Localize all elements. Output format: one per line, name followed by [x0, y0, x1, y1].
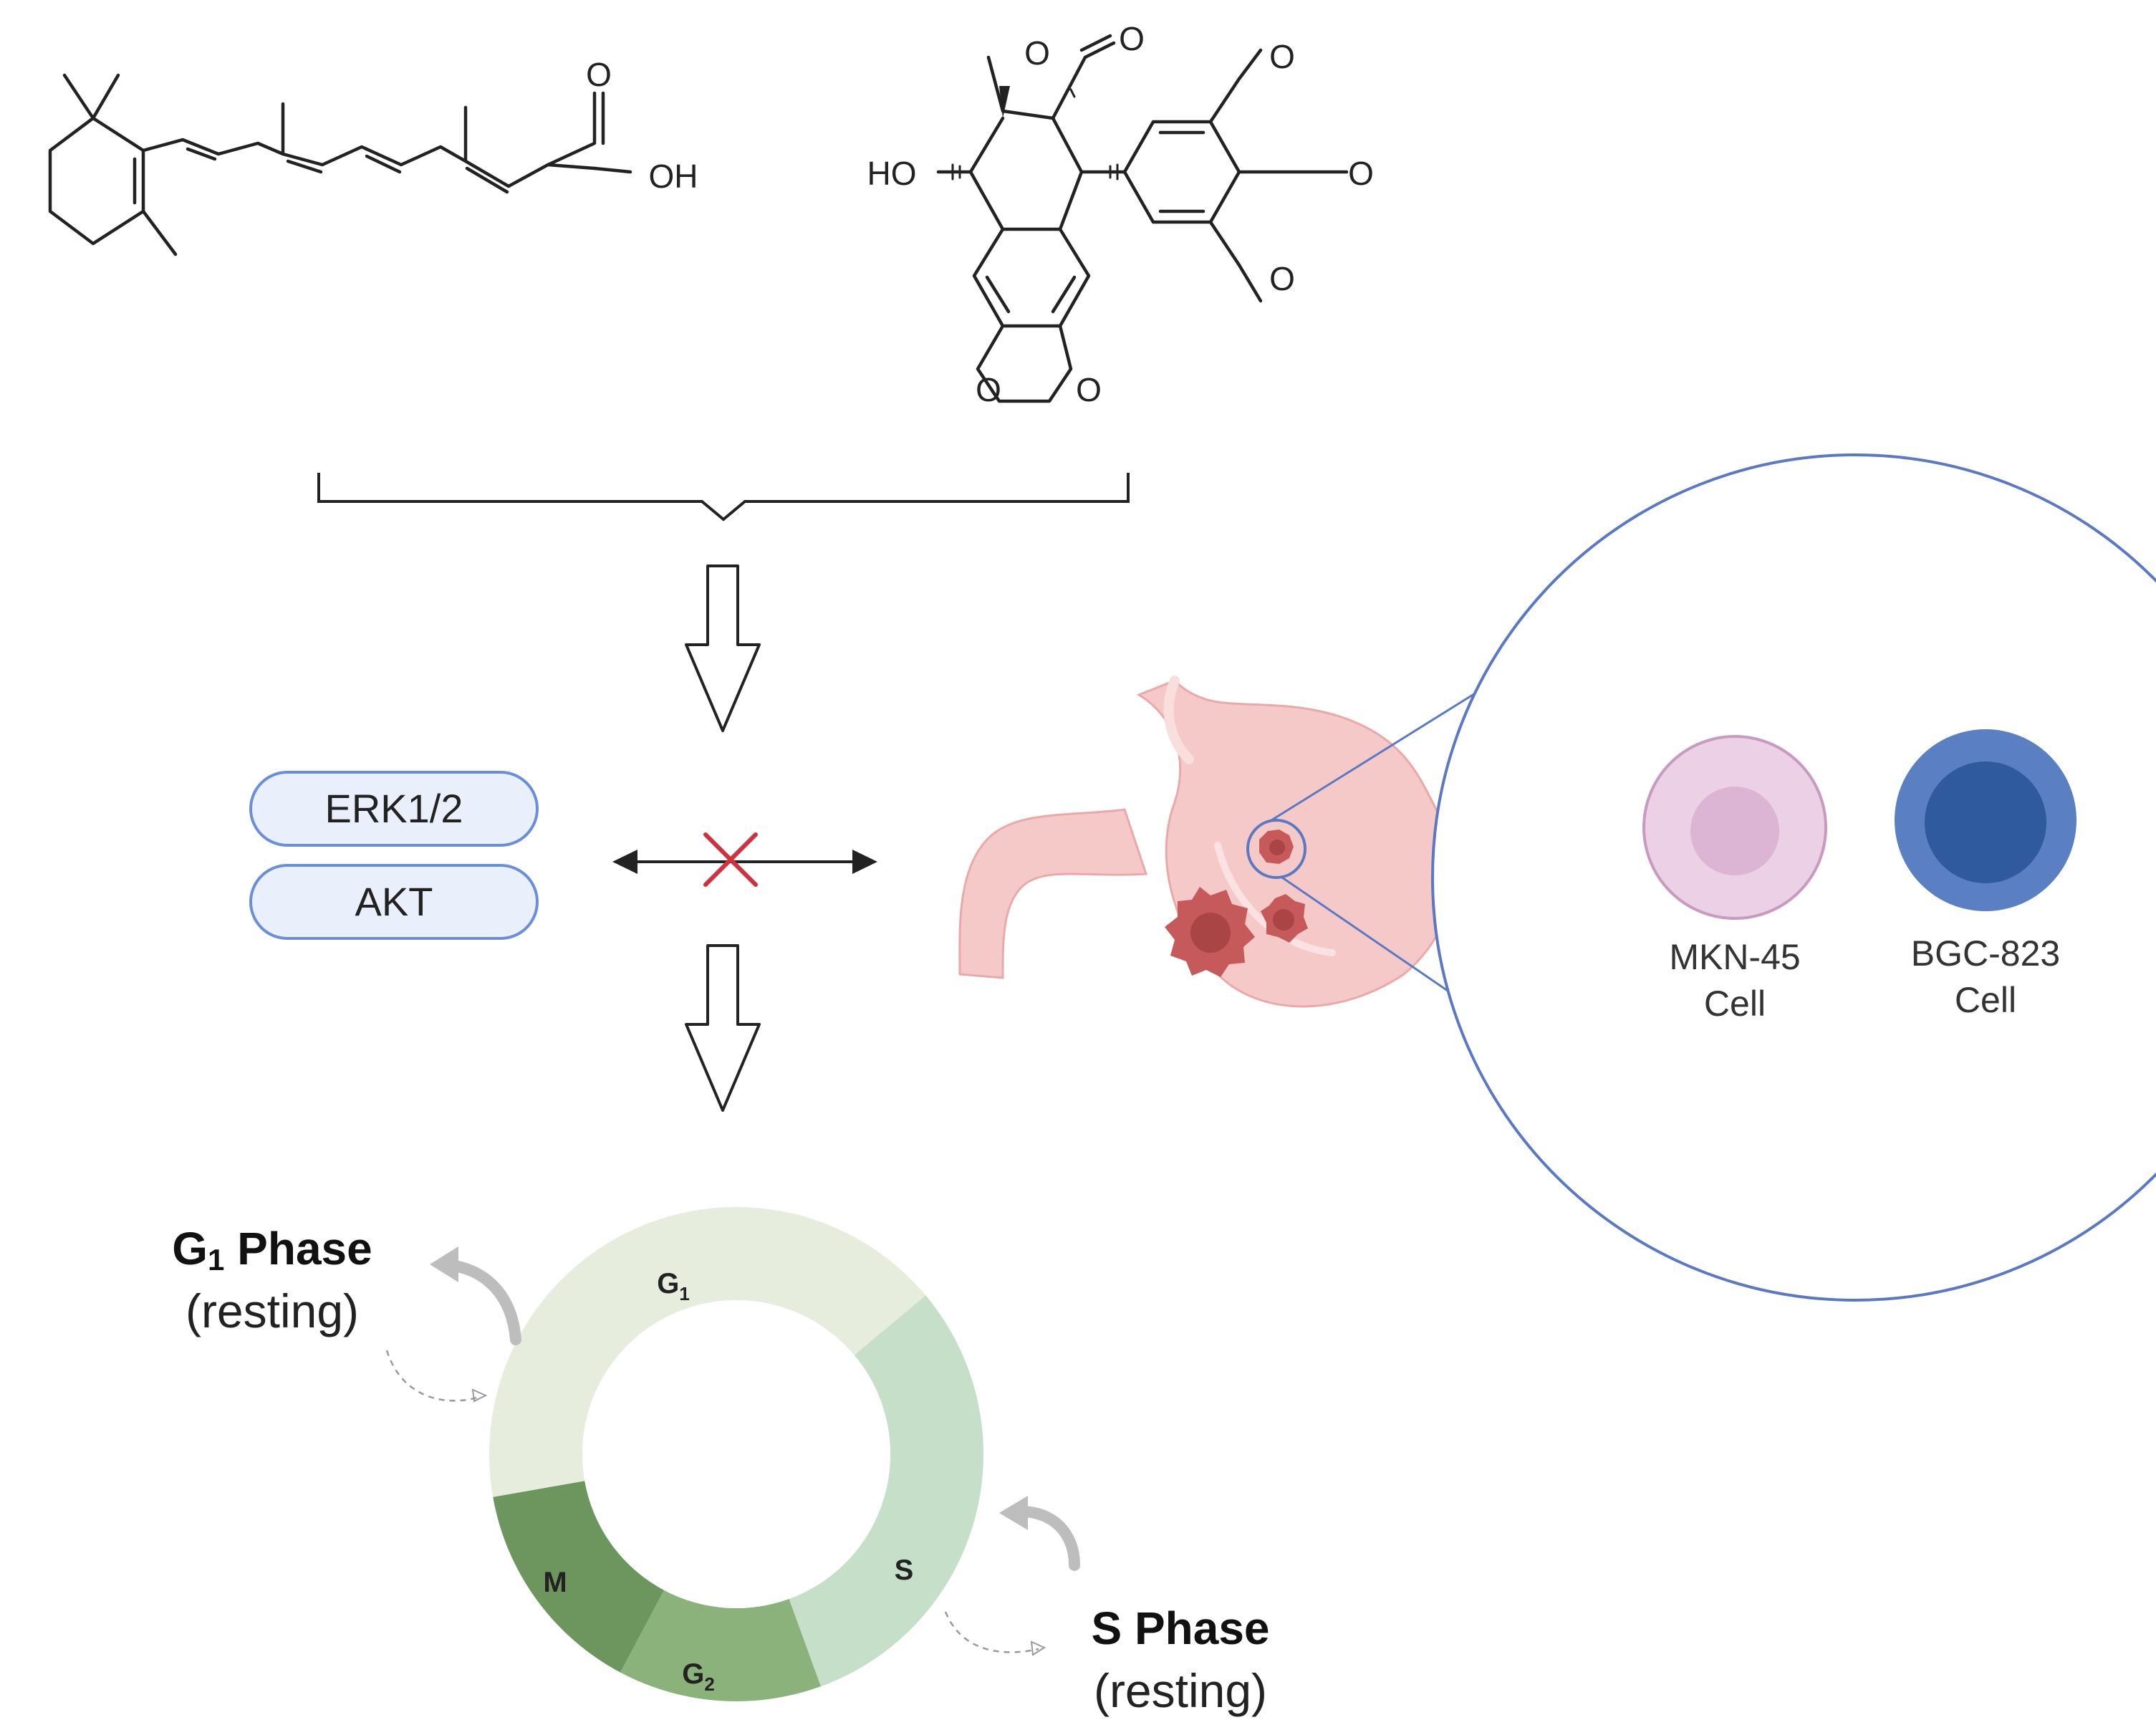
podophyllotoxin-dashes [951, 88, 1119, 181]
cell-label-bgc823-line2: Cell [1955, 980, 2016, 1020]
podophyllotoxin-structure [936, 34, 1349, 403]
tumor-magnified [1246, 819, 1306, 879]
cycle-label-g2: G2 [682, 1658, 715, 1695]
inhibition-x-icon [703, 832, 758, 887]
retinoic-carbonyl-o: O [586, 56, 612, 93]
inhibition-double-arrow [612, 850, 877, 874]
cycle-ring-hole [582, 1300, 890, 1608]
s-phase-subtitle: (resting) [1094, 1664, 1267, 1717]
podo-methoxy-o2: O [1348, 155, 1374, 192]
cell-bgc823 [1895, 729, 2076, 911]
g1-phase-title: G1 Phase [172, 1223, 372, 1277]
cycle-segment-g2 [620, 1590, 821, 1701]
podo-lactone-o2: O [1119, 20, 1145, 57]
down-arrow-1 [685, 564, 761, 732]
g1-phase-subtitle: (resting) [186, 1284, 359, 1337]
target-label-akt: AKT [355, 879, 433, 924]
cycle-label-m: M [543, 1567, 567, 1598]
cell-label-bgc823-line1: BGC-823 [1911, 933, 2060, 974]
retinoic-hydroxyl: OH [649, 158, 698, 195]
cycle-label-s: S [895, 1554, 914, 1586]
s-dashed-loop [944, 1611, 1039, 1653]
s-curved-arrow [1015, 1506, 1080, 1571]
podo-methoxy-o1: O [1269, 38, 1295, 75]
g1-dashed-loop [385, 1350, 481, 1402]
target-label-erk: ERK1/2 [325, 786, 463, 831]
cell-cycle-ring [489, 1207, 983, 1701]
target-pill-akt: AKT [249, 864, 539, 940]
g1-dashed-loop-head [471, 1388, 488, 1403]
podo-dioxole-o2: O [1076, 371, 1102, 408]
s-phase-title: S Phase [1091, 1602, 1269, 1654]
podo-methoxy-o3: O [1269, 260, 1295, 297]
tumor-small [1261, 894, 1308, 943]
cell-label-mkn45-line1: MKN-45 [1669, 937, 1800, 977]
podo-lactone-o1: O [1024, 34, 1050, 72]
g1-curved-arrow [438, 1259, 521, 1345]
s-dashed-loop-head [1030, 1640, 1046, 1656]
podophyllotoxin-wedge [999, 86, 1010, 118]
cycle-segment-m [493, 1481, 665, 1673]
combination-brace [317, 473, 1130, 522]
cycle-label-g1: G1 [657, 1268, 690, 1304]
retinoic-acid-structure [48, 73, 632, 256]
podo-dioxole-o1: O [976, 371, 1001, 408]
g1-curved-arrow-head [430, 1246, 458, 1282]
podo-hydroxyl: HO [867, 155, 917, 192]
cycle-segment-g1 [489, 1207, 926, 1497]
cell-mkn45 [1642, 735, 1827, 920]
down-arrow-2 [685, 944, 761, 1112]
s-curved-arrow-head [999, 1496, 1028, 1530]
tumor-large [1165, 887, 1255, 977]
cell-label-mkn45-line2: Cell [1704, 984, 1766, 1024]
target-pill-erk: ERK1/2 [249, 771, 539, 847]
cycle-segment-s [789, 1295, 983, 1687]
